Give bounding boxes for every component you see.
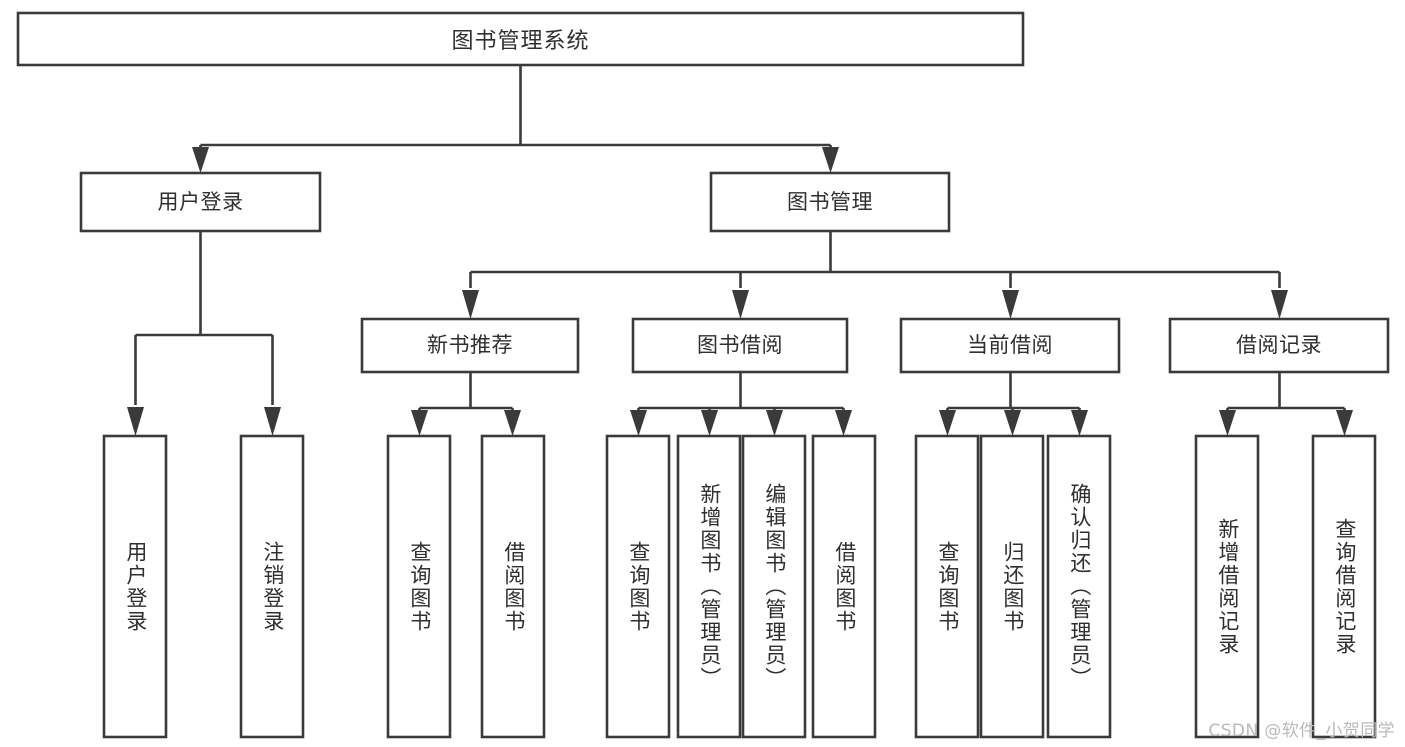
leaf-box-7[interactable] [811,434,877,739]
arrow-currentborrow-to-return [1004,410,1021,436]
node-box-root[interactable] [16,11,1025,67]
arrow-borrowrecords-to-add [1219,410,1236,436]
node-box-new-book-recommend[interactable] [360,317,580,374]
node-box-book-management[interactable] [709,171,951,233]
arrow-bookmgmt-to-borrow [732,290,749,319]
leaf-box-5[interactable] [676,434,742,739]
leaf-box-10[interactable] [1046,434,1112,739]
arrow-bookmgmt-to-borrow-records [1271,290,1288,319]
arrow-userlogin-to-leaf-login [127,407,144,436]
node-box-borrow-records[interactable] [1168,317,1390,374]
arrow-bookborrow-to-query [630,410,647,436]
edge-group-borrow-records [1219,372,1353,436]
arrow-bookborrow-to-add [701,410,718,436]
leaf-box-2[interactable] [386,434,452,739]
watermark-text: CSDN @软件_小贺同学 [1208,721,1395,741]
arrow-currentborrow-to-confirm [1071,410,1088,436]
leaf-box-12[interactable] [1311,434,1377,739]
edge-group-book-mgmt [462,231,1288,319]
node-box-book-borrow[interactable] [631,317,849,374]
arrow-currentborrow-to-query [939,410,956,436]
arrow-userlogin-to-leaf-logout [264,407,281,436]
leaf-box-3[interactable] [480,434,546,739]
leaf-box-1[interactable] [239,434,305,739]
edge-group-current-borrow [939,372,1088,436]
leaf-box-6[interactable] [741,434,807,739]
arrow-newbooks-to-query [411,410,428,436]
leaf-box-11[interactable] [1194,434,1260,739]
arrow-bookborrow-to-edit [766,410,783,436]
node-box-current-borrow[interactable] [899,317,1121,374]
edge-group-root [192,65,839,173]
arrow-newbooks-to-borrow [504,410,521,436]
leaf-box-4[interactable] [605,434,671,739]
arrow-root-to-user-login [192,147,209,173]
leaf-box-9[interactable] [979,434,1045,739]
edge-group-new-books [411,372,521,436]
node-box-user-login[interactable] [79,171,322,233]
edge-group-book-borrow [630,372,852,436]
arrow-borrowrecords-to-query [1336,410,1353,436]
arrow-root-to-book-mgmt [822,147,839,173]
arrow-bookmgmt-to-new-books [462,290,479,319]
leaf-box-0[interactable] [102,434,168,739]
arrow-bookborrow-to-borrow [835,410,852,436]
leaf-box-8[interactable] [914,434,980,739]
edge-group-user-login [127,231,281,436]
arrow-bookmgmt-to-current-borrow [1002,290,1019,319]
